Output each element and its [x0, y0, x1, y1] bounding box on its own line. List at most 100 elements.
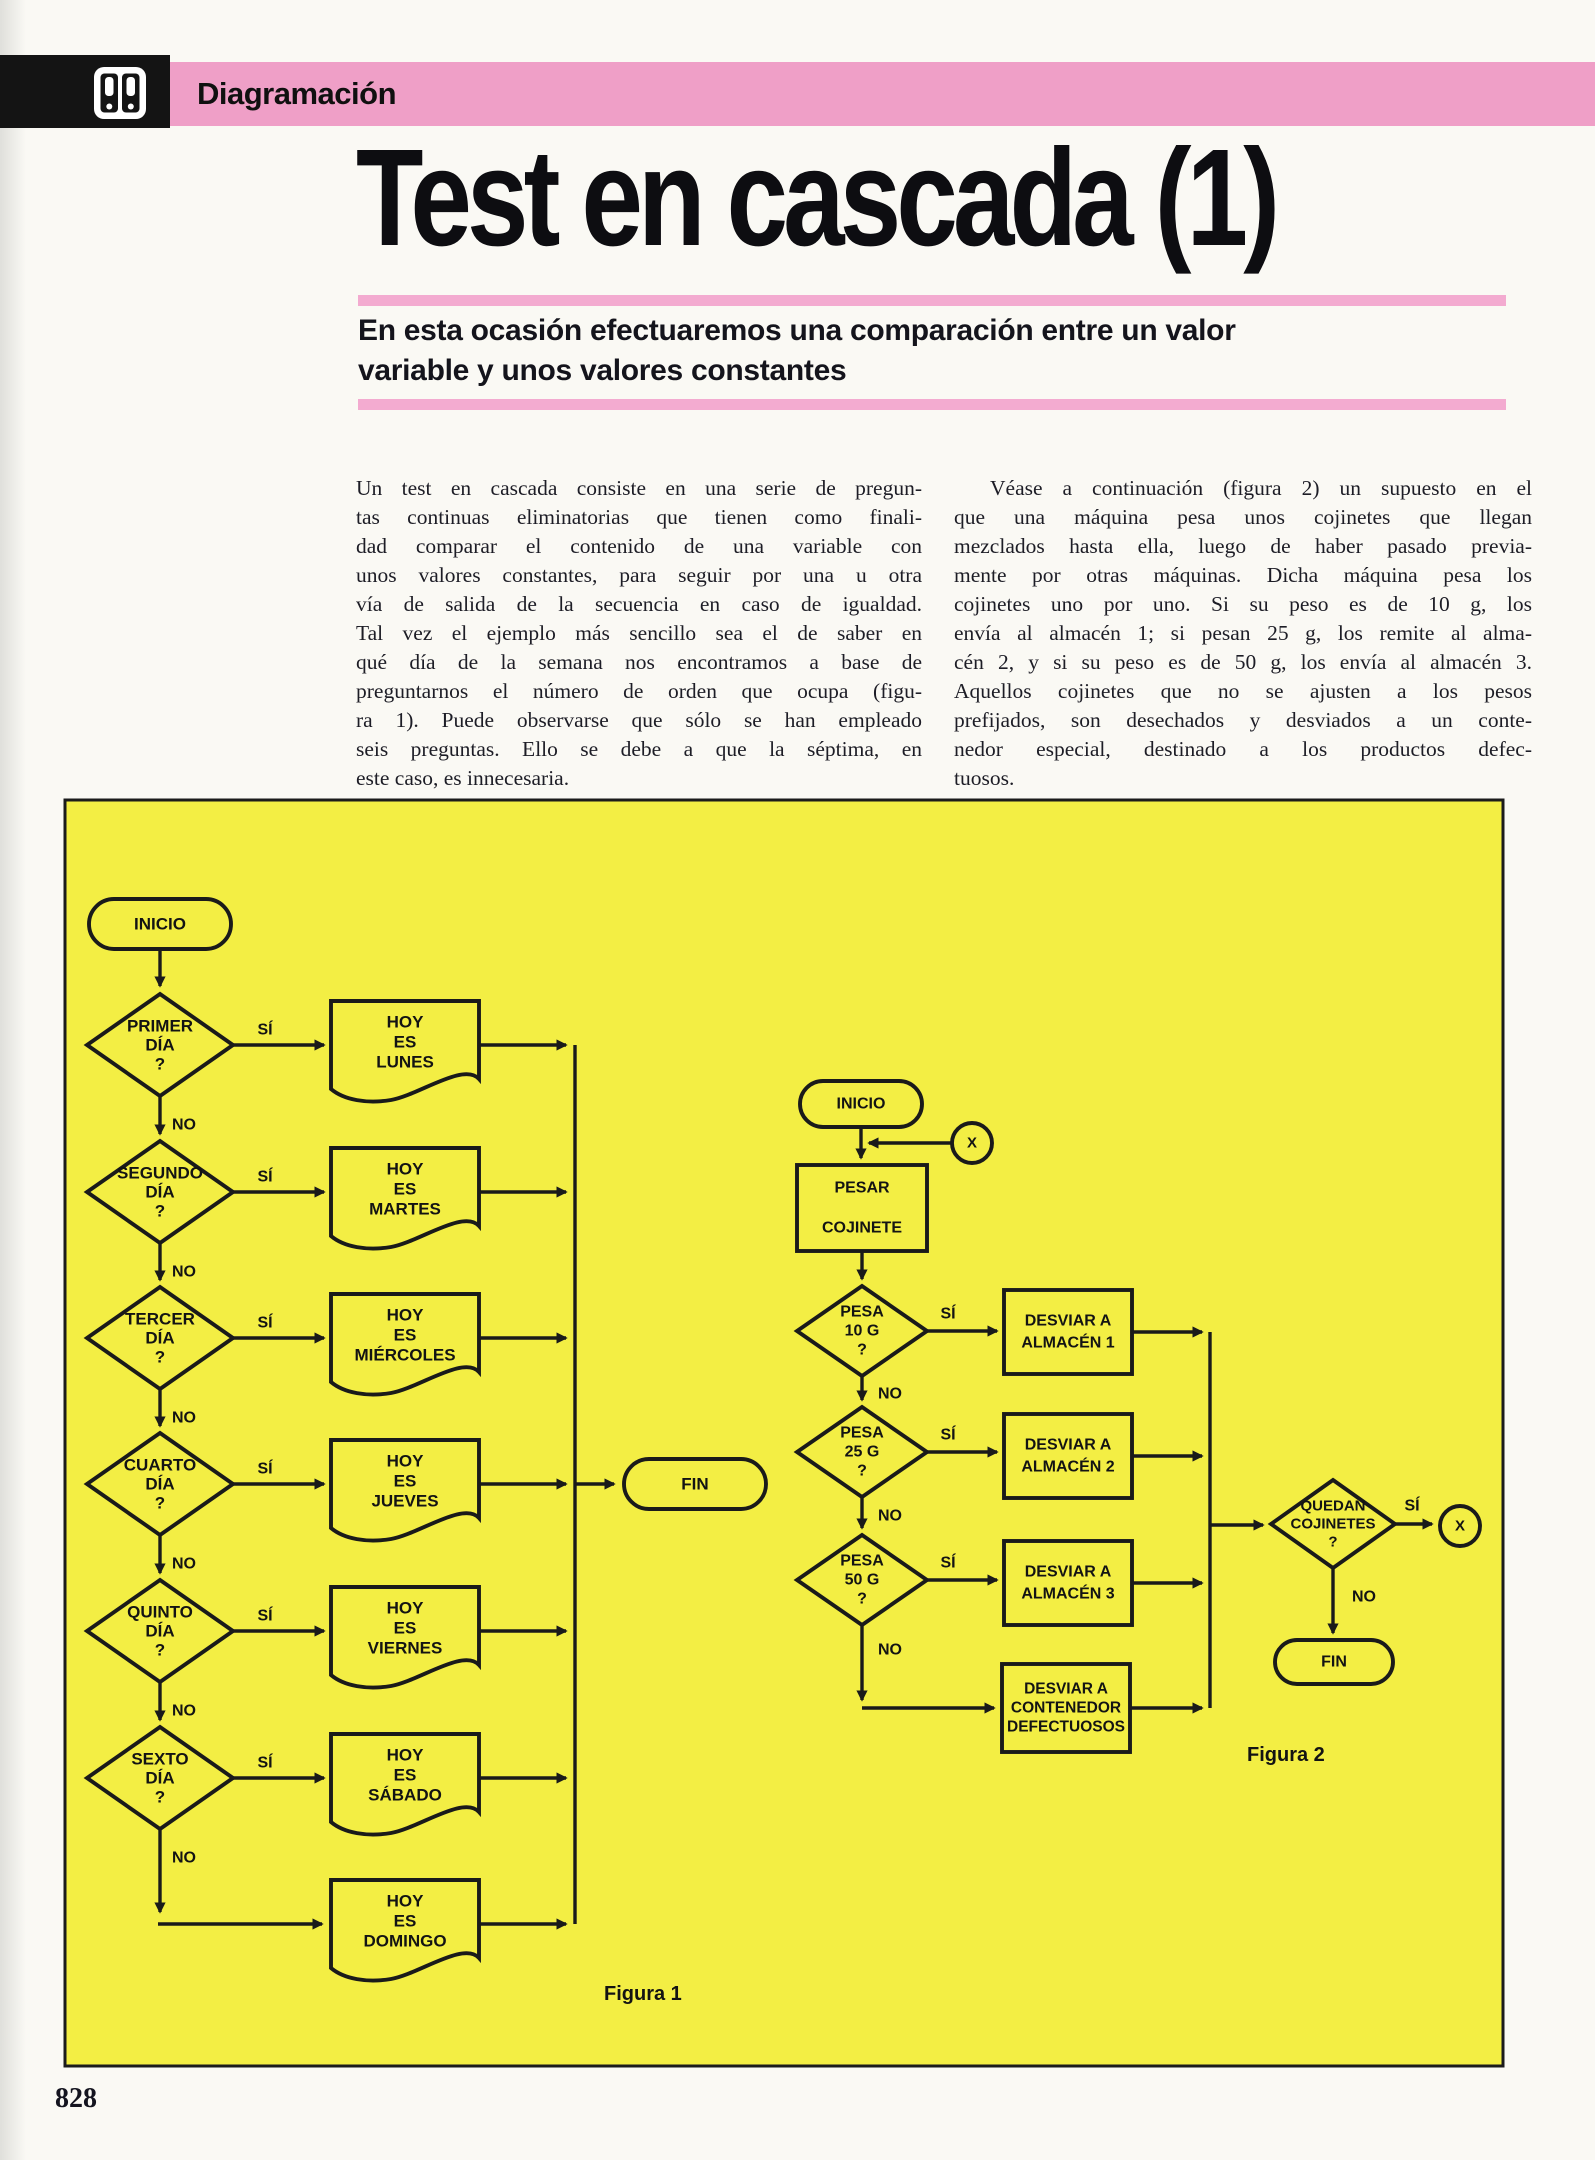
fig2-yes-label: SÍ: [940, 1304, 956, 1323]
body-text: Un test en cascada consiste en una serie…: [356, 474, 1532, 793]
fig1-document-3-label: ES: [394, 1326, 417, 1345]
fig1-decision-6-label: DÍA: [145, 1769, 174, 1788]
fig1-document-6-label: ES: [394, 1766, 417, 1785]
fig2-connector-top-label: X: [967, 1135, 977, 1152]
fig2-reject-output-label: DESVIAR A: [1024, 1681, 1108, 1698]
fig2-yes-label: SÍ: [1404, 1496, 1420, 1515]
fig2-end-label: FIN: [1321, 1654, 1347, 1671]
fig1-document-4-label: HOY: [387, 1452, 425, 1471]
fig2-output-2-label: DESVIAR A: [1025, 1437, 1112, 1454]
fig1-decision-3-label: ?: [155, 1348, 165, 1367]
body-line: cén 2, y si su peso es de 50 g, los enví…: [954, 650, 1532, 674]
flowchart-panel: PRIMERDÍA?SÍNOHOYESLUNESSEGUNDODÍA?SÍNOH…: [63, 798, 1505, 2068]
binders-icon: [94, 67, 146, 119]
fig2-final-decision-label: COJINETES: [1290, 1516, 1375, 1533]
section-icon-box: [0, 55, 170, 128]
fig1-decision-5-label: ?: [155, 1641, 165, 1660]
fig2-decision-3-label: ?: [857, 1591, 867, 1608]
body-line: Tal vez el ejemplo más sencillo sea el d…: [356, 621, 922, 645]
body-line: vía de salida de la secuencia en caso de…: [356, 592, 922, 616]
body-line: envía al almacén 1; si pesan 25 g, los r…: [954, 621, 1532, 645]
body-line: que una máquina pesa unos cojinetes que …: [954, 505, 1532, 529]
fig1-no-label: NO: [172, 1556, 196, 1573]
body-line: Un test en cascada consiste en una serie…: [356, 476, 922, 500]
title-rule-bottom: [358, 399, 1506, 410]
fig1-decision-1-label: PRIMER: [127, 1017, 193, 1036]
fig1-document-4-shape: [329, 1438, 481, 1543]
fig1-document-7-label: DOMINGO: [363, 1932, 446, 1951]
fig1-caption: Figura 1: [604, 1983, 682, 2005]
fig1-decision-3-label: DÍA: [145, 1329, 174, 1348]
fig2-decision-1-label: ?: [857, 1342, 867, 1359]
body-column-2: Véase a continuación (figura 2) un supue…: [954, 474, 1532, 793]
fig1-yes-label: SÍ: [257, 1167, 273, 1186]
fig2-no-label: NO: [878, 1386, 902, 1403]
body-line: qué día de la semana nos encontramos a b…: [356, 650, 922, 674]
body-line: mente por otras máquinas. Dicha máquina …: [954, 563, 1532, 587]
fig1-document-5-label: HOY: [387, 1599, 425, 1618]
fig2-connector-right-shape: [1438, 1504, 1482, 1548]
fig2-process-label: PESAR: [834, 1180, 890, 1197]
fig1-document-6-label: SÁBADO: [368, 1786, 442, 1805]
fig1-document-5-shape: [329, 1585, 481, 1690]
fig2-final-decision-label: QUEDAN: [1300, 1498, 1365, 1515]
fig1-decision-1-label: ?: [155, 1055, 165, 1074]
yellow-panel: [63, 798, 1505, 2068]
fig1-decision-4-label: DÍA: [145, 1475, 174, 1494]
subtitle-line: variable y unos valores constantes: [358, 354, 847, 387]
fig1-document-1-label: ES: [394, 1033, 417, 1052]
fig2-final-decision-label: ?: [1328, 1534, 1337, 1551]
body-line: preguntarnos el número de orden que ocup…: [356, 679, 922, 703]
fig1-no-label: NO: [172, 1410, 196, 1427]
fig2-decision-2-label: PESA: [840, 1425, 884, 1442]
fig1-document-3-shape: [329, 1292, 481, 1397]
fig1-document-7-shape: [329, 1878, 481, 1983]
fig1-document-7-label: HOY: [387, 1892, 425, 1911]
fig2-no-label: NO: [878, 1642, 902, 1659]
fig1-document-4-label: ES: [394, 1472, 417, 1491]
body-line: Aquellos cojinetes que no se ajusten a l…: [954, 679, 1532, 703]
fig1-yes-label: SÍ: [257, 1459, 273, 1478]
fig1-decision-4-label: CUARTO: [124, 1456, 196, 1475]
fig2-output-1-label: DESVIAR A: [1025, 1313, 1112, 1330]
fig2-output-1-label: ALMACÉN 1: [1021, 1333, 1114, 1352]
fig1-yes-label: SÍ: [257, 1753, 273, 1772]
fig1-no-label: NO: [172, 1703, 196, 1720]
fig1-decision-5-label: QUINTO: [127, 1603, 193, 1622]
body-line: Véase a continuación (figura 2) un supue…: [990, 476, 1532, 500]
fig2-decision-1-label: 10 G: [845, 1323, 880, 1340]
fig1-yes-label: SÍ: [257, 1313, 273, 1332]
fig1-document-4-label: JUEVES: [371, 1492, 438, 1511]
article-subtitle: En esta ocasión efectuaremos una compara…: [358, 311, 1508, 391]
fig1-decision-1-label: DÍA: [145, 1036, 174, 1055]
fig2-reject-output-label: DEFECTUOSOS: [1007, 1719, 1125, 1736]
fig1-document-6-shape: [329, 1732, 481, 1837]
fig2-output-3-label: DESVIAR A: [1025, 1564, 1112, 1581]
fig2-output-3-label: ALMACÉN 3: [1021, 1584, 1114, 1603]
fig1-document-5-label: VIERNES: [368, 1639, 443, 1658]
fig1-decision-4-label: ?: [155, 1494, 165, 1513]
fig2-decision-3-label: PESA: [840, 1553, 884, 1570]
article-title: Test en cascada (1): [356, 121, 1280, 275]
figura-1-flowchart: PRIMERDÍA?SÍNOHOYESLUNESSEGUNDODÍA?SÍNOH…: [83, 897, 768, 2005]
fig1-document-2-label: ES: [394, 1180, 417, 1199]
fig1-yes-label: SÍ: [257, 1020, 273, 1039]
body-line: mezclados hasta ella, luego de haber pas…: [954, 534, 1532, 558]
body-line: cojinetes uno por uno. Si su peso es de …: [954, 592, 1532, 616]
fig2-decision-2-label: ?: [857, 1463, 867, 1480]
fig2-decision-3-label: 50 G: [845, 1572, 880, 1589]
fig2-start-label: INICIO: [837, 1096, 886, 1113]
fig2-connector-top-shape: [950, 1121, 994, 1165]
fig1-document-1-label: HOY: [387, 1013, 425, 1032]
fig2-caption: Figura 2: [1247, 1744, 1325, 1766]
fig1-document-2-label: MARTES: [369, 1200, 441, 1219]
body-line: unos valores constantes, para seguir por…: [356, 563, 922, 587]
fig2-decision-2-label: 25 G: [845, 1444, 880, 1461]
body-line: seis preguntas. Ello se debe a que la sé…: [356, 737, 922, 761]
subtitle-line: En esta ocasión efectuaremos una compara…: [358, 314, 1236, 347]
fig1-document-7-label: ES: [394, 1912, 417, 1931]
body-line: dad comparar el contenido de una variabl…: [356, 534, 922, 558]
fig1-document-2-label: HOY: [387, 1160, 425, 1179]
fig1-yes-label: SÍ: [257, 1606, 273, 1625]
